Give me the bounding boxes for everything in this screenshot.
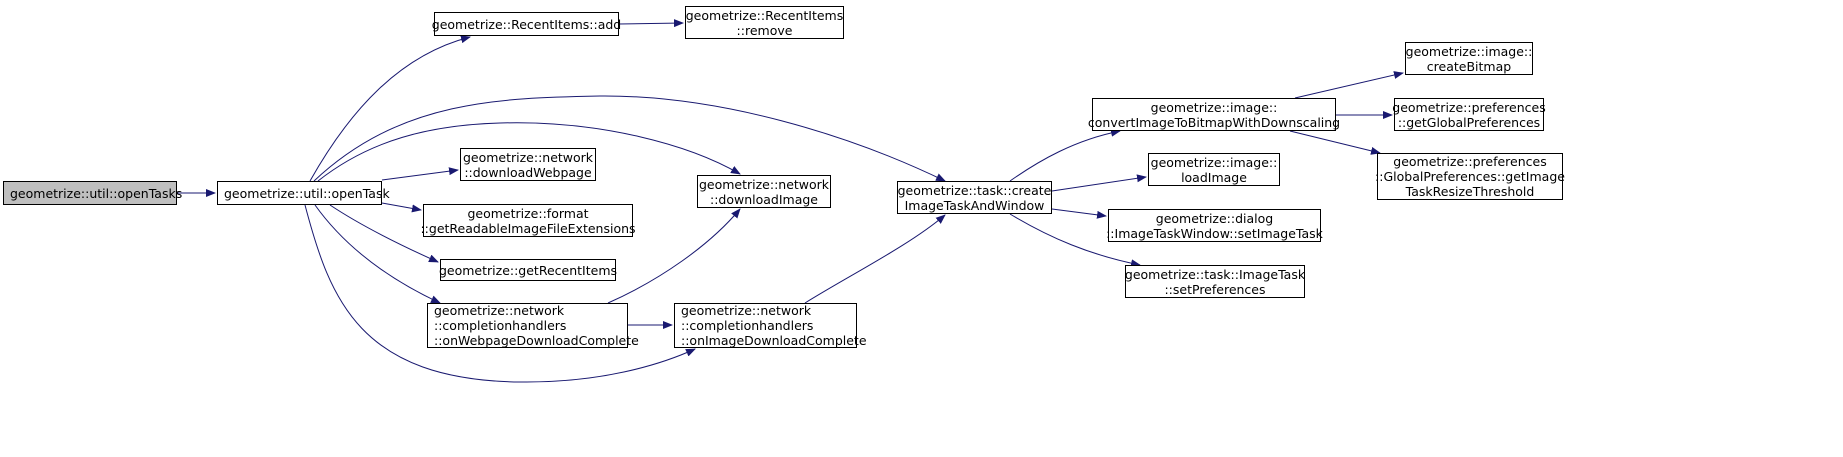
node-label-line: ::completionhandlers bbox=[434, 318, 567, 333]
node-label-line: ::getGlobalPreferences bbox=[1397, 114, 1541, 130]
edge-openTask-to-getRecentItems bbox=[329, 204, 439, 263]
node-label-line: geometrize::network bbox=[698, 176, 830, 192]
node-label-line: ::downloadImage bbox=[709, 191, 818, 207]
edge-openTask-to-downloadWebpage bbox=[381, 167, 459, 181]
node-recentRemove[interactable]: geometrize::RecentItems::remove bbox=[685, 6, 844, 39]
node-label-line: ::GlobalPreferences::getImage bbox=[1375, 169, 1565, 184]
node-label-line: loadImage bbox=[1181, 169, 1247, 185]
node-label-line: TaskResizeThreshold bbox=[1405, 184, 1535, 199]
node-getGlobalPrefs[interactable]: geometrize::preferences::getGlobalPrefer… bbox=[1392, 98, 1546, 131]
node-label-line: geometrize::RecentItems::add bbox=[431, 16, 622, 32]
node-label-line: geometrize::image:: bbox=[1150, 99, 1278, 115]
node-label-line: ImageTaskAndWindow bbox=[904, 197, 1045, 213]
node-setImageTask[interactable]: geometrize::dialog::ImageTaskWindow::set… bbox=[1106, 209, 1323, 242]
edge-openTask-to-downloadImage bbox=[317, 122, 741, 182]
node-label-line: geometrize::network bbox=[462, 149, 594, 165]
node-loadImage[interactable]: geometrize::image::loadImage bbox=[1148, 153, 1280, 186]
node-label-line: geometrize::format bbox=[467, 205, 589, 221]
node-downloadImage[interactable]: geometrize::network::downloadImage bbox=[697, 175, 831, 208]
node-label-line: geometrize::preferences bbox=[1393, 154, 1547, 169]
node-recentAdd[interactable]: geometrize::RecentItems::add bbox=[431, 12, 622, 36]
node-label-line: geometrize::preferences bbox=[1392, 99, 1546, 115]
edge-createTask-to-convertImage bbox=[1009, 128, 1121, 182]
node-label-line: ::completionhandlers bbox=[681, 318, 814, 333]
node-label-line: ::getReadableImageFileExtensions bbox=[420, 220, 636, 236]
node-readableExt[interactable]: geometrize::format::getReadableImageFile… bbox=[420, 204, 636, 237]
edge-createTask-to-setPreferences bbox=[1009, 213, 1141, 268]
node-label-line: ::setPreferences bbox=[1164, 281, 1266, 297]
node-label-line: geometrize::network bbox=[434, 303, 565, 318]
node-label-line: ::downloadWebpage bbox=[464, 164, 592, 180]
node-label-line: ::ImageTaskWindow::setImageTask bbox=[1106, 225, 1323, 241]
node-label-line: geometrize::image:: bbox=[1405, 43, 1533, 59]
node-label-line: geometrize::util::openTasks bbox=[10, 185, 183, 201]
edge-convertImage-to-createBitmap bbox=[1294, 71, 1404, 99]
node-label-line: geometrize::getRecentItems bbox=[438, 262, 618, 278]
edge-onImageDone-to-createTask bbox=[804, 214, 946, 304]
node-downloadWebpage[interactable]: geometrize::network::downloadWebpage bbox=[460, 148, 596, 181]
node-label-line: geometrize::RecentItems bbox=[685, 7, 844, 23]
node-resizeThreshold[interactable]: geometrize::preferences::GlobalPreferenc… bbox=[1375, 153, 1565, 200]
node-label-line: geometrize::task::create bbox=[897, 182, 1052, 198]
node-onImageDone[interactable]: geometrize::network::completionhandlers:… bbox=[674, 303, 867, 348]
node-createBitmap[interactable]: geometrize::image::createBitmap bbox=[1405, 42, 1533, 75]
node-label-line: ::remove bbox=[736, 22, 793, 38]
edge-openTask-to-readableExt bbox=[381, 202, 422, 213]
node-label-line: geometrize::network bbox=[681, 303, 812, 318]
edge-convertImage-to-resizeThreshold bbox=[1289, 130, 1381, 155]
node-openTask[interactable]: geometrize::util::openTask bbox=[217, 181, 390, 205]
edge-onWebpageDone-to-downloadImage bbox=[607, 208, 741, 304]
node-label-line: ::onWebpageDownloadComplete bbox=[434, 333, 639, 348]
node-label-line: geometrize::image:: bbox=[1150, 154, 1278, 170]
edge-createTask-to-loadImage bbox=[1051, 174, 1147, 192]
node-label-line: geometrize::util::openTask bbox=[224, 185, 390, 201]
node-label-line: geometrize::dialog bbox=[1155, 210, 1274, 226]
edge-recentAdd-to-recentRemove bbox=[618, 19, 684, 28]
node-label-line: createBitmap bbox=[1426, 58, 1512, 74]
node-openTasks[interactable]: geometrize::util::openTasks bbox=[3, 181, 182, 205]
node-onWebpageDone[interactable]: geometrize::network::completionhandlers:… bbox=[427, 303, 639, 348]
node-label-line: geometrize::task::ImageTask bbox=[1124, 266, 1306, 282]
edge-openTask-to-onImageDone bbox=[304, 204, 696, 383]
node-label-line: convertImageToBitmapWithDownscaling bbox=[1087, 114, 1341, 130]
edge-createTask-to-setImageTask bbox=[1051, 208, 1107, 219]
edge-openTask-to-onWebpageDone bbox=[314, 204, 441, 304]
edge-openTask-to-recentAdd bbox=[309, 35, 471, 182]
node-setPreferences[interactable]: geometrize::task::ImageTask::setPreferen… bbox=[1125, 265, 1305, 298]
node-convertImage[interactable]: geometrize::image::convertImageToBitmapW… bbox=[1088, 98, 1340, 131]
edge-openTask-to-createTask bbox=[313, 95, 946, 182]
node-getRecentItems[interactable]: geometrize::getRecentItems bbox=[438, 259, 618, 281]
node-label-line: ::onImageDownloadComplete bbox=[681, 333, 867, 348]
